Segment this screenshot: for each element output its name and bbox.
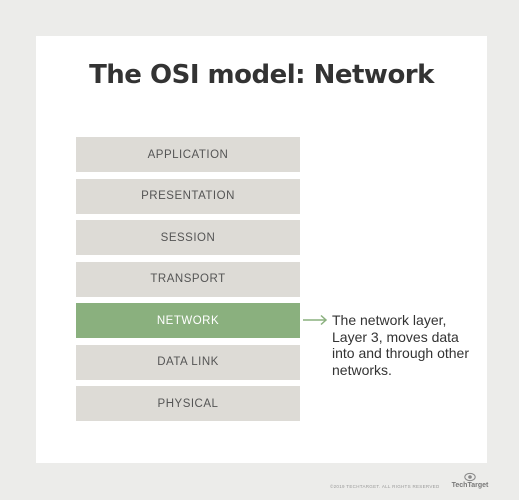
copyright-notice: ©2019 TECHTARGET. ALL RIGHTS RESERVED [330,484,440,489]
techtarget-logo: TechTarget [450,472,490,496]
eye-icon [464,472,476,482]
diagram-title: The OSI model: Network [89,60,434,90]
callout-arrow-icon [303,314,328,326]
layer-application: APPLICATION [76,137,300,172]
layer-transport: TRANSPORT [76,261,300,297]
layer-network: NETWORK [76,303,300,338]
layer-physical: PHYSICAL [76,386,300,421]
layer-data-link: DATA LINK [76,344,300,380]
brand-name: TechTarget [451,482,489,489]
layer-presentation: PRESENTATION [76,178,300,214]
osi-layer-stack: APPLICATION PRESENTATION SESSION TRANSPO… [76,137,300,428]
layer-session: SESSION [76,220,300,255]
network-layer-description: The network layer, Layer 3, moves data i… [332,312,469,378]
